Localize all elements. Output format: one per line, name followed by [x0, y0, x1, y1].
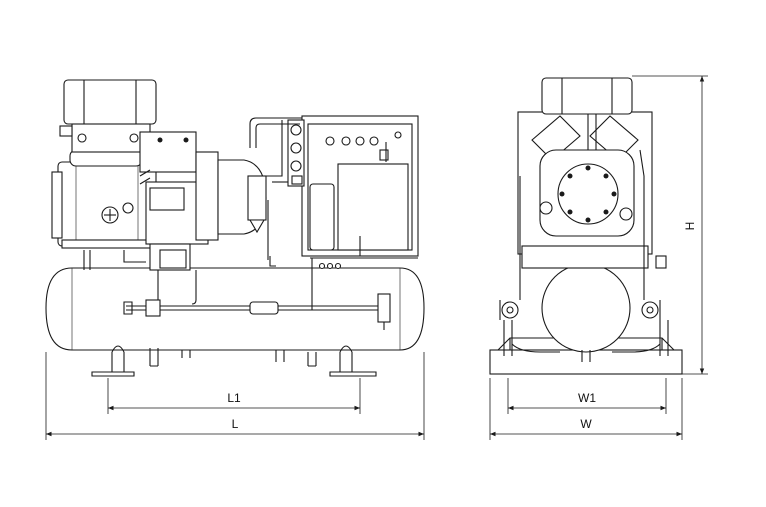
liquid-line	[123, 270, 391, 330]
dim-label-h: H	[683, 222, 697, 231]
base-frame	[489, 337, 683, 375]
receiver-tank	[45, 267, 425, 351]
tank-feet	[91, 345, 377, 377]
dim-label-l: L	[232, 417, 239, 431]
dim-label-w1: W1	[578, 391, 596, 405]
terminal-box	[59, 79, 157, 153]
compressor-head	[139, 131, 267, 271]
control-panel	[287, 115, 419, 259]
dim-label-w: W	[580, 417, 592, 431]
dimensions: L1 L W1 W H	[45, 75, 708, 440]
front-view	[45, 79, 425, 377]
side-view	[489, 77, 683, 375]
dim-label-l1: L1	[227, 391, 241, 405]
tank-end	[499, 263, 669, 362]
compressor-side	[517, 77, 667, 300]
piping	[83, 117, 387, 310]
compressor-body	[51, 149, 159, 249]
